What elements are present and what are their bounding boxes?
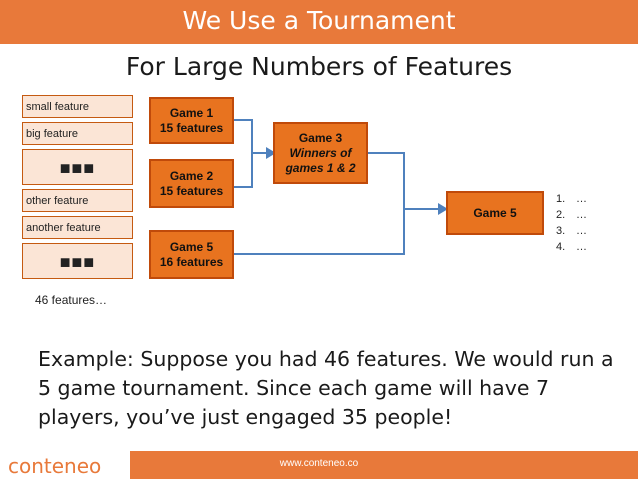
- result-item: 2. …: [556, 207, 587, 223]
- game-3-box: Game 3 Winners of games 1 & 2: [273, 122, 368, 184]
- feature-list: small feature big feature ■■■ other feat…: [22, 95, 133, 283]
- result-item: 4. …: [556, 239, 587, 255]
- feature-item: other feature: [22, 189, 133, 212]
- game-2-title: Game 2: [169, 168, 214, 183]
- conteneo-logo: conteneo: [8, 454, 102, 478]
- result-value: …: [576, 209, 587, 221]
- game-5b-box: Game 5: [446, 191, 544, 235]
- result-number: 3.: [556, 225, 566, 237]
- game-3-title: Game 3: [298, 130, 343, 145]
- game-5b-title: Game 5: [473, 205, 517, 220]
- feature-item: small feature: [22, 95, 133, 118]
- title-bar: [0, 0, 638, 44]
- game-1-count: 15 features: [159, 120, 224, 135]
- feature-ellipsis: ■■■: [22, 243, 133, 279]
- slide-subtitle: For Large Numbers of Features: [125, 52, 513, 81]
- footer-url[interactable]: www.conteneo.co: [279, 458, 359, 469]
- result-number: 1.: [556, 193, 566, 205]
- feature-count: 46 features…: [35, 293, 108, 307]
- game-5a-box: Game 5 16 features: [149, 230, 234, 279]
- logo-background: [0, 451, 130, 479]
- feature-ellipsis: ■■■: [22, 149, 133, 185]
- result-value: …: [576, 241, 587, 253]
- game-2-count: 15 features: [159, 183, 224, 198]
- result-number: 4.: [556, 241, 566, 253]
- results-list: 1. … 2. … 3. … 4. …: [556, 191, 587, 255]
- result-item: 1. …: [556, 191, 587, 207]
- slide-title: We Use a Tournament: [182, 6, 456, 35]
- feature-item: big feature: [22, 122, 133, 145]
- result-item: 3. …: [556, 223, 587, 239]
- example-text: Example: Suppose you had 46 features. We…: [38, 347, 614, 429]
- result-number: 2.: [556, 209, 566, 221]
- game-5a-count: 16 features: [159, 254, 224, 269]
- game-5a-title: Game 5: [169, 239, 214, 254]
- result-value: …: [576, 193, 587, 205]
- game-2-box: Game 2 15 features: [149, 159, 234, 208]
- game-3-line3: games 1 & 2: [285, 160, 356, 175]
- game-1-title: Game 1: [169, 105, 214, 120]
- game-3-line2: Winners of: [289, 145, 352, 160]
- game-1-box: Game 1 15 features: [149, 97, 234, 144]
- feature-item: another feature: [22, 216, 133, 239]
- result-value: …: [576, 225, 587, 237]
